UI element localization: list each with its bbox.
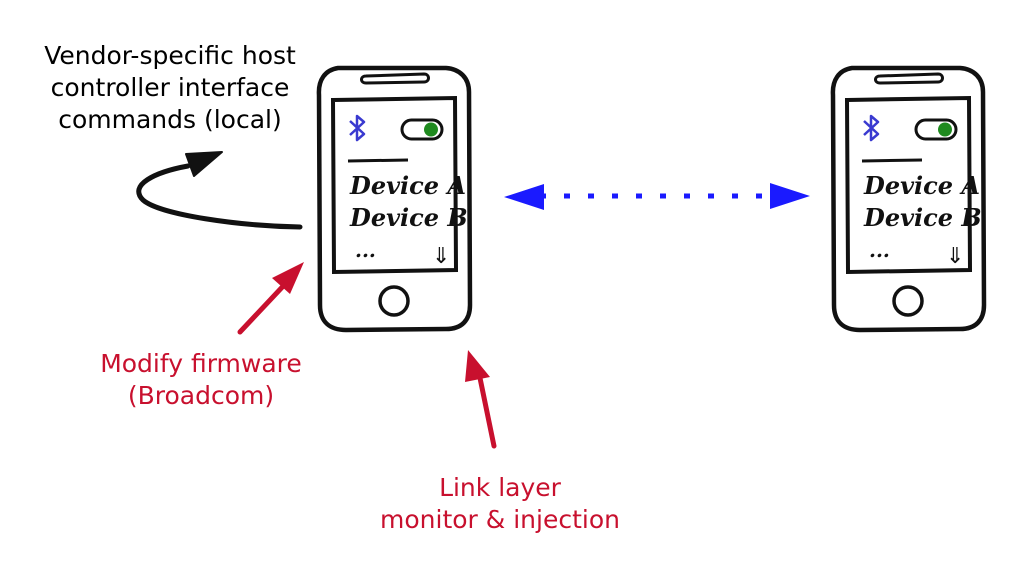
device-b-label: Device B — [863, 203, 982, 232]
hci-loop-arrow — [136, 151, 303, 230]
device-b-label: Device B — [349, 203, 468, 232]
hci-label-line-1: Vendor-specific host — [44, 41, 296, 70]
scroll-down-icon: ⇓ — [946, 244, 964, 269]
home-button-icon — [892, 285, 924, 317]
phone-right: Device A Device B ... ⇓ — [830, 65, 987, 333]
link-layer-arrow — [465, 350, 497, 449]
modify-firmware-label: Modify firmware (Broadcom) — [70, 348, 332, 412]
phone-body — [316, 65, 473, 333]
phone-left: Device A Device B ... ⇓ — [316, 65, 473, 333]
scroll-down-icon: ⇓ — [432, 244, 450, 269]
more-devices-label: ... — [355, 238, 376, 262]
link-layer-label-line-2: monitor & injection — [380, 505, 620, 534]
toggle-switch-icon — [914, 118, 958, 141]
screen-divider — [347, 158, 409, 163]
toggle-switch-icon — [400, 118, 444, 141]
firmware-label-line-2: (Broadcom) — [127, 381, 275, 410]
more-devices-label: ... — [869, 238, 890, 262]
device-a-label: Device A — [863, 171, 980, 200]
link-layer-label: Link layer monitor & injection — [345, 472, 655, 536]
firmware-arrow — [237, 262, 304, 335]
link-layer-label-line-1: Link layer — [439, 473, 561, 502]
hci-label-line-2: controller interface — [50, 73, 290, 102]
hci-commands-label: Vendor-specific host controller interfac… — [20, 40, 320, 136]
device-a-label: Device A — [349, 171, 466, 200]
home-button-icon — [378, 285, 410, 317]
firmware-label-line-1: Modify firmware — [100, 349, 302, 378]
phone-screen — [844, 95, 973, 275]
phone-speaker — [874, 72, 944, 85]
hci-label-line-3: commands (local) — [58, 105, 282, 134]
bluetooth-icon — [863, 114, 880, 142]
phone-speaker — [360, 72, 430, 85]
phone-body — [830, 65, 987, 333]
wireless-link-arrow — [504, 183, 810, 210]
screen-divider — [861, 158, 923, 163]
phone-screen — [330, 95, 459, 275]
bluetooth-icon — [349, 114, 366, 142]
